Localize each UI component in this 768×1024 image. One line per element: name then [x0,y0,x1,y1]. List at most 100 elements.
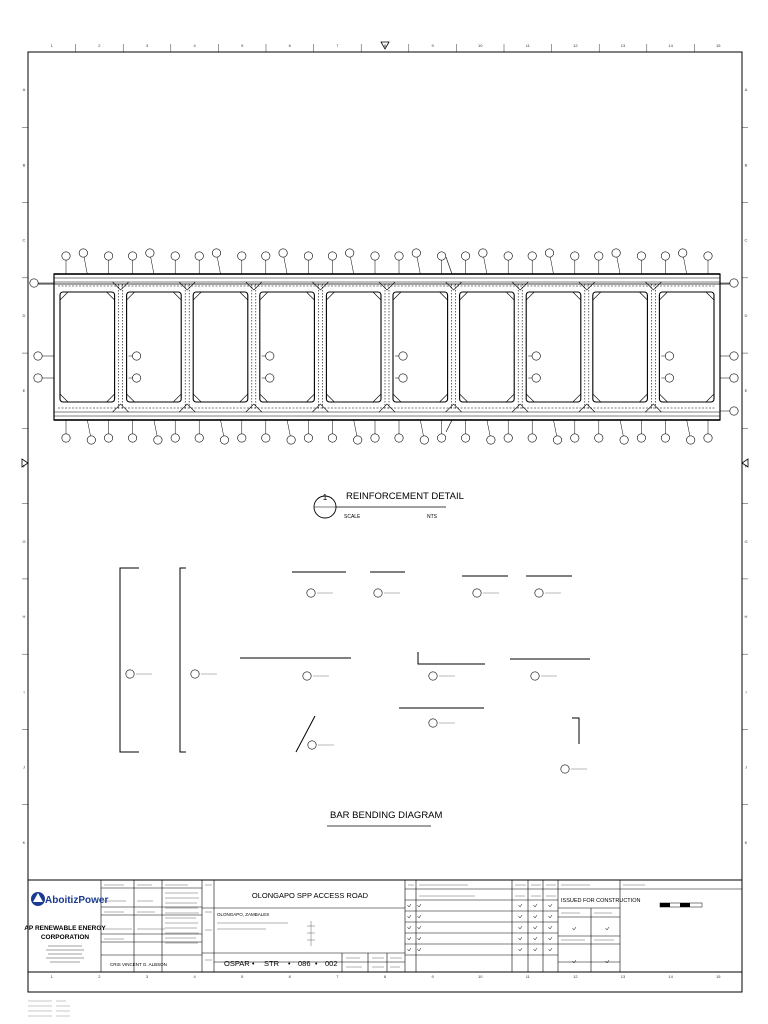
bar-mark-bubble [265,373,275,383]
bar-mark-bubble [419,435,429,445]
bar-mark-bubble [729,278,739,288]
bar-mark-bubble [660,433,670,443]
bar-mark-bubble [145,248,155,258]
bar-bending-diagram: BAR BENDING DIAGRAM [119,567,590,827]
corner-bar [511,281,529,291]
approval-check-mark [572,926,577,931]
company-name-line1: AP RENEWABLE ENERGY [24,925,106,932]
corner-bar [245,281,263,291]
bar-mark-bubble [636,433,646,443]
bar-mark-bubble [370,251,380,261]
bar-mark-bubble [153,435,163,445]
haunch-bar [172,291,182,301]
bar-mark-bubble [531,351,541,361]
haunch-bar [659,291,668,301]
haunch-bar [392,393,402,403]
revision-check-mark [417,903,422,908]
bar-mark-bubble [194,433,204,443]
center-mark-top [380,41,390,50]
revision-check-mark [533,914,538,919]
revision-check-mark [518,925,523,930]
bar-mark-bubble [373,588,383,598]
haunch-bar [592,291,602,301]
drawing-title: OLONGAPO, ZAMBALES [217,912,269,917]
bar-mark-bubble [104,433,114,443]
grid-row-label-left: A [23,87,26,92]
bar-mark-bubble [78,248,88,258]
haunch-bar [572,291,582,301]
grid-row-label-right: J [745,765,747,770]
bar-mark-bubble [544,248,554,258]
bar-mark-bubble [86,435,96,445]
bar-mark-bubble [132,351,142,361]
revision-check-mark [417,914,422,919]
revision-check-mark [533,936,538,941]
company-name-line2: CORPORATION [41,934,90,941]
approver-name: CRIS VINCENT G. ALBSON [110,962,167,967]
grid-col-label-bottom: 7 [336,974,339,979]
lap-marker [445,256,453,275]
haunch-bar [126,393,135,403]
lap-marker [445,419,453,433]
bar-mark-bubble [686,435,696,445]
haunch-bar [326,291,335,301]
grid-row-label-left: C [23,238,26,243]
stirrup-cell [459,291,515,403]
bar-mark-bubble [594,251,604,261]
stirrup-cell [392,291,449,403]
bar-mark-bubble [29,278,39,288]
doc-separator-2: • [288,961,291,968]
scale-value: NTS [427,514,438,520]
grid-col-label-top: 12 [573,43,578,48]
grid-row-label-left: E [23,388,26,393]
grid-col-label-bottom: 13 [621,974,626,979]
bar-mark-bubble [552,435,562,445]
bar-mark-bubble [132,373,142,383]
bar-mark-bubble [636,251,646,261]
grid-col-label-bottom: 8 [384,974,387,979]
corner-bar [511,403,529,413]
bar-mark-bubble [461,433,471,443]
corner-bar [312,403,329,413]
bar-mark-bubble [594,433,604,443]
bar-mark-bubble [286,435,296,445]
bar-mark-bubble [530,671,540,681]
bar-mark-bubble [527,433,537,443]
haunch-bar [306,291,315,301]
bar-mark-bubble [411,248,421,258]
center-mark-left [21,458,29,468]
revision-check-mark [548,947,553,952]
haunch-bar [705,393,715,403]
bar-mark-bubble [170,433,180,443]
sheet-number: 002 [325,959,338,968]
center-mark-right [741,458,749,468]
revision-check-mark [407,903,412,908]
haunch-bar [372,291,382,301]
company-address [46,945,84,963]
haunch-bar [659,393,668,403]
bar-mark-bubble [303,251,313,261]
grid-col-label-top: 4 [193,43,196,48]
grid-row-label-right: G [744,539,747,544]
revision-check-mark [548,936,553,941]
grid-col-label-top: 1 [51,43,54,48]
grid-row-label-right: E [745,388,748,393]
grid-col-label-bottom: 4 [193,974,196,979]
drawing-number: 086 [298,959,311,968]
bar-mark-bubble [486,435,496,445]
haunch-bar [259,291,269,301]
bar-mark-bubble [261,433,271,443]
haunch-bar [392,291,402,301]
approval-check-mark [572,959,577,964]
bar-mark-bubble [703,433,713,443]
revision-check-mark [407,925,412,930]
grid-col-label-top: 8 [384,43,387,48]
revision-check-mark [533,947,538,952]
bar-mark-bubble [664,373,674,383]
bar-mark-bubble [570,251,580,261]
bar-mark-bubble [104,251,114,261]
bar-mark-bubble [678,248,688,258]
grid-col-label-bottom: 10 [478,974,483,979]
haunch-bar [459,393,468,403]
bar-mark-bubble [61,251,71,261]
